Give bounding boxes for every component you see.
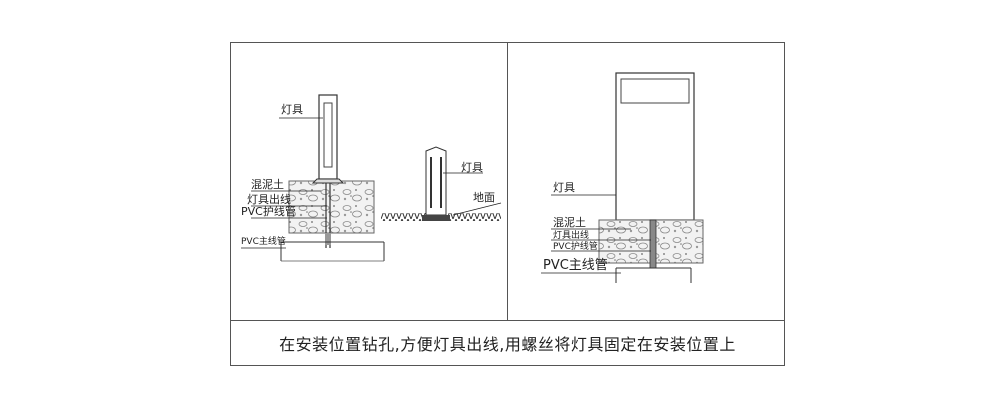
- right-conduit: [649, 219, 657, 269]
- right-label-lamp-wire: 灯具出线: [553, 229, 589, 241]
- right-label-concrete: 混泥土: [553, 216, 586, 229]
- right-lamp-window: [620, 78, 690, 104]
- label-pvc-main: PVC主线管: [241, 235, 286, 247]
- label-lamp-wire: 灯具出线: [247, 192, 291, 206]
- label-pvc-protect: PVC护线管: [241, 204, 296, 218]
- panel-divider-vertical: [507, 43, 508, 320]
- right-label-lamp: 灯具: [553, 181, 575, 194]
- conduit-end: [325, 233, 331, 245]
- concrete-block: [288, 180, 375, 234]
- diagram-frame: 灯具 混泥土 灯具出线 PVC护线管 PVC主线管 灯具 地面: [230, 42, 785, 366]
- small-lamp-illustration: [381, 146, 501, 221]
- right-label-pvc-main: PVC主线管: [543, 258, 608, 273]
- right-panel: 灯具 混泥土 灯具出线 PVC护线管 PVC主线管: [541, 72, 704, 283]
- label-ground: 地面: [473, 191, 495, 204]
- caption-divider: [231, 320, 784, 321]
- label-lamp: 灯具: [281, 103, 303, 116]
- label-concrete: 混泥土: [251, 178, 284, 191]
- left-panel: 灯具 混泥土 灯具出线 PVC护线管 PVC主线管 灯具 地面: [241, 94, 502, 262]
- leader-ground: [452, 202, 502, 216]
- right-label-pvc-protect: PVC护线管: [553, 240, 598, 252]
- lamp-post-window: [323, 102, 333, 168]
- diagram-drawing: 灯具 混泥土 灯具出线 PVC护线管 PVC主线管 灯具 地面: [241, 72, 704, 283]
- label-small-lamp: 灯具: [461, 161, 483, 174]
- diagram-caption: 在安装位置钻孔,方便灯具出线,用螺丝将灯具固定在安装位置上: [279, 335, 736, 354]
- lamp-base: [311, 178, 345, 184]
